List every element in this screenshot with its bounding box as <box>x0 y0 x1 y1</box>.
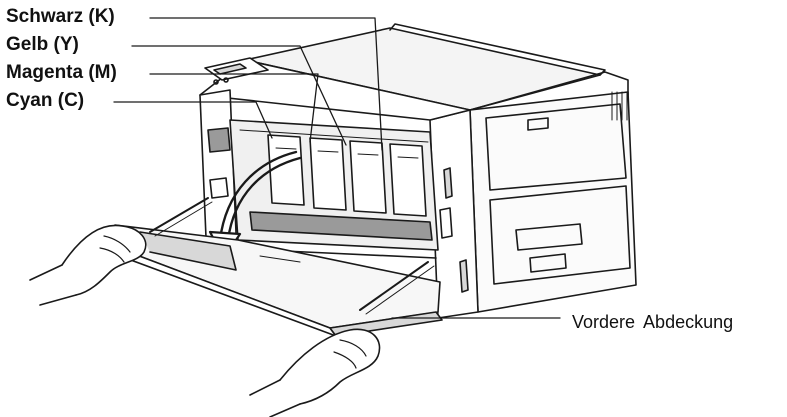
toner-bay <box>229 119 439 259</box>
toner-slot-black <box>389 143 427 217</box>
right-hand <box>249 328 381 417</box>
leader-yellow <box>131 45 347 146</box>
leader-black <box>149 17 383 151</box>
label-yellow-toner: Gelb (Y) <box>6 34 79 55</box>
label-front-cover: Vordere Abdeckung <box>572 312 734 332</box>
toner-slot-yellow <box>349 140 387 214</box>
toner-slot-magenta <box>309 137 347 211</box>
left-hand <box>29 224 147 306</box>
leader-cyan <box>113 101 273 139</box>
label-magenta-toner: Magenta (M) <box>6 62 117 83</box>
callout-lines <box>113 17 561 319</box>
label-black-toner: Schwarz (K) <box>6 6 115 27</box>
leader-magenta <box>149 73 319 143</box>
label-cyan-toner: Cyan (C) <box>6 90 85 111</box>
printer-body <box>199 23 637 319</box>
